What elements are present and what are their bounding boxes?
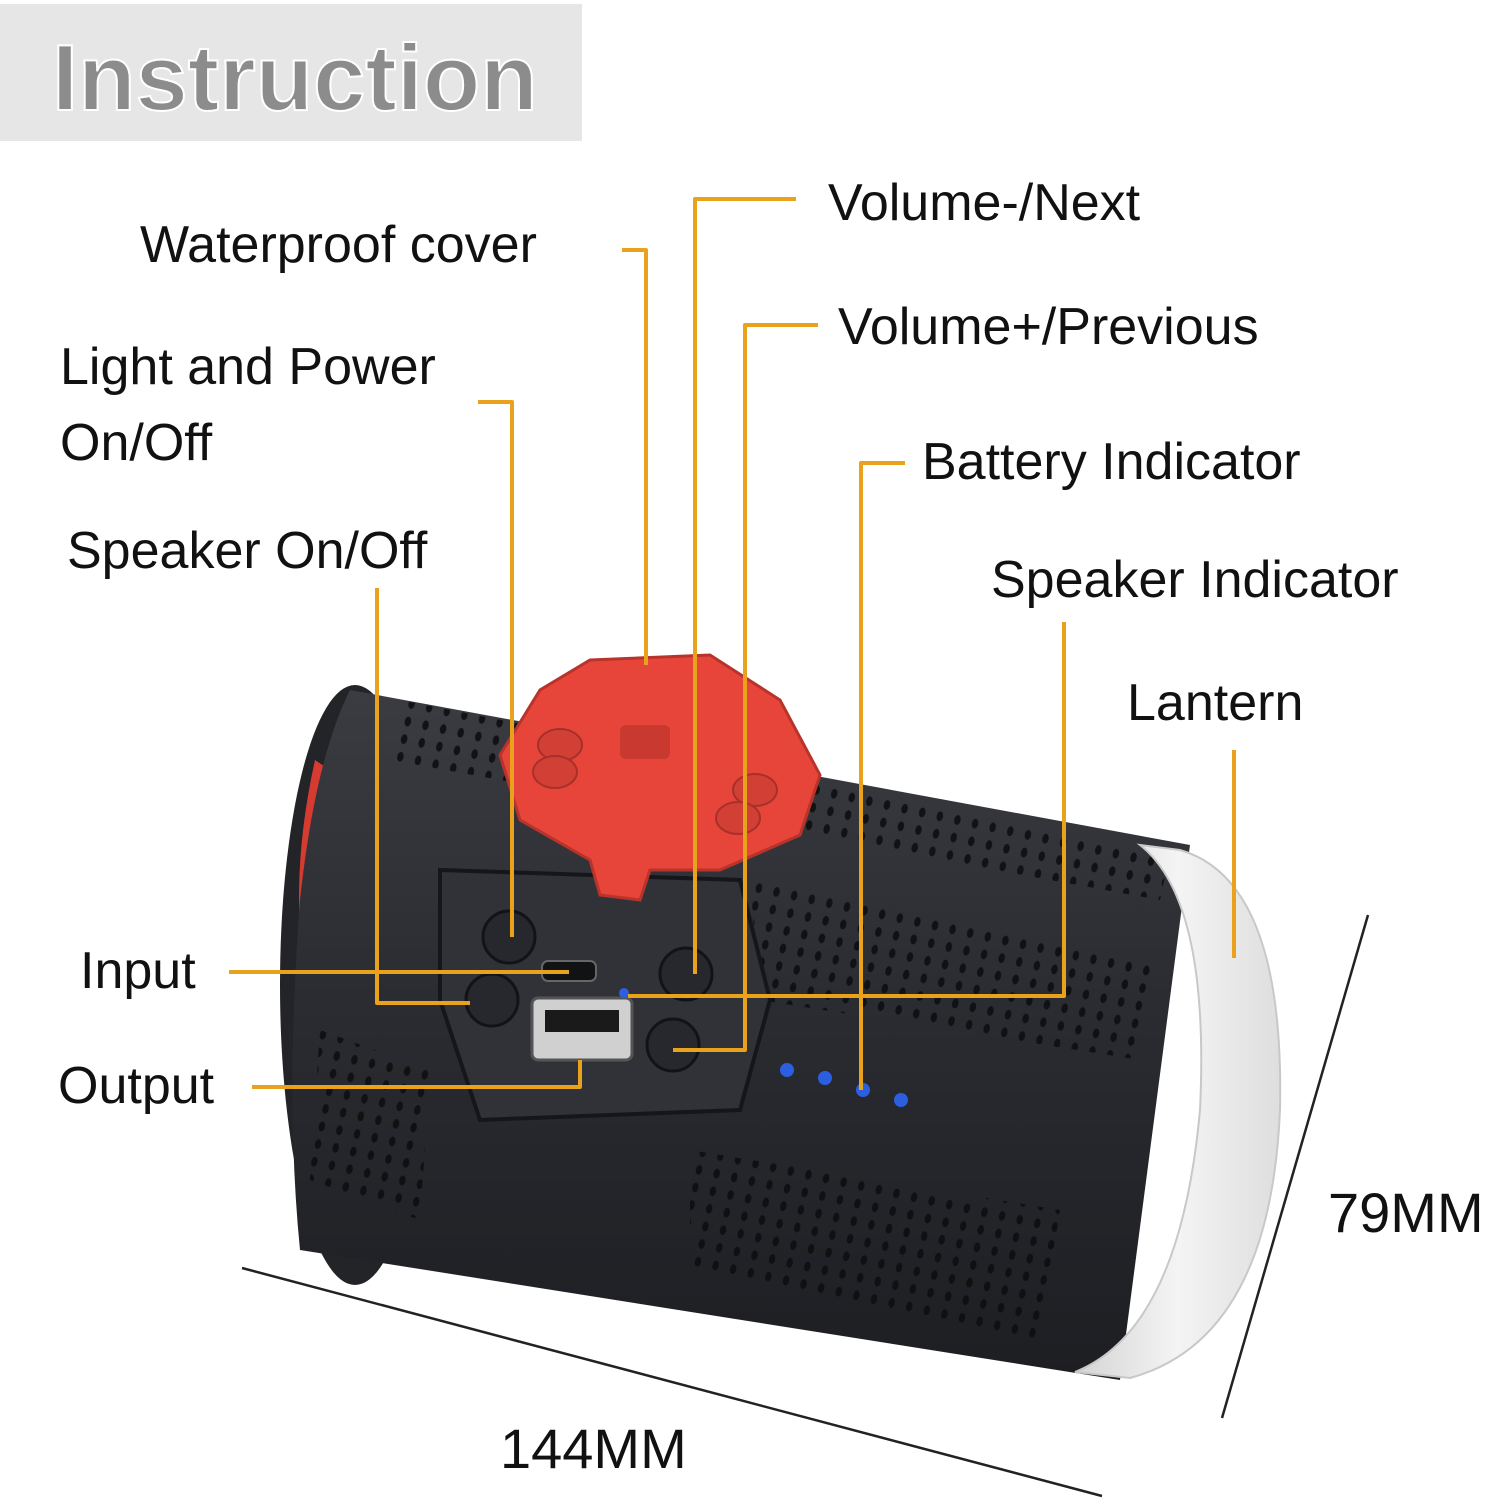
light-power-button xyxy=(481,909,537,965)
length-dimension-line xyxy=(241,1266,1103,1498)
leader-volume-plus xyxy=(673,323,818,1052)
label-input: Input xyxy=(80,942,196,1000)
volume-minus-button xyxy=(658,946,714,1002)
leader-battery-indicator xyxy=(859,461,905,1090)
label-volume-minus-next: Volume-/Next xyxy=(828,174,1141,232)
usb-output-slot xyxy=(545,1010,619,1032)
grille-left xyxy=(310,1030,430,1220)
label-light-power-line1: Light and Power xyxy=(60,338,436,396)
cover-bump-4 xyxy=(715,801,761,835)
battery-led-4 xyxy=(894,1093,908,1107)
callout-labels: Waterproof cover Light and Power On/Off … xyxy=(58,174,1399,1115)
grille-bottom xyxy=(690,1150,1060,1340)
cover-tab xyxy=(620,725,670,759)
diameter-label: 79MM xyxy=(1328,1181,1484,1244)
lantern-cap xyxy=(1074,843,1282,1380)
cover-bump-2 xyxy=(532,755,578,789)
leader-waterproof-cover xyxy=(622,248,648,665)
leader-lines xyxy=(229,197,1236,1090)
battery-led-2 xyxy=(818,1071,832,1085)
speaker-indicator-led xyxy=(619,988,629,998)
label-battery-indicator: Battery Indicator xyxy=(922,433,1301,491)
label-light-power-line2: On/Off xyxy=(60,414,213,472)
grille-right xyxy=(750,880,1160,1060)
leader-output xyxy=(252,1060,582,1089)
speaker-illustration xyxy=(280,653,1282,1380)
page-title: Instruction xyxy=(52,25,538,130)
label-speaker-onoff: Speaker On/Off xyxy=(67,522,428,580)
dimensions: 144MM 79MM xyxy=(241,914,1484,1498)
speaker-power-button xyxy=(464,972,520,1028)
leader-speaker-onoff xyxy=(375,588,470,1005)
leader-speaker-indicator xyxy=(628,622,1066,998)
label-speaker-indicator: Speaker Indicator xyxy=(991,551,1399,609)
title-banner: Instruction xyxy=(0,4,582,141)
title-background xyxy=(0,4,582,141)
label-waterproof-cover: Waterproof cover xyxy=(140,216,537,274)
label-volume-plus-previous: Volume+/Previous xyxy=(838,298,1259,356)
label-lantern: Lantern xyxy=(1127,674,1303,732)
leader-light-power xyxy=(478,400,514,937)
waterproof-cover xyxy=(498,653,822,902)
battery-led-1 xyxy=(780,1063,794,1077)
leader-volume-minus xyxy=(693,197,796,974)
length-label: 144MM xyxy=(500,1417,687,1480)
diameter-dimension-line xyxy=(1220,914,1370,1419)
label-output: Output xyxy=(58,1057,215,1115)
volume-plus-button xyxy=(645,1017,701,1073)
